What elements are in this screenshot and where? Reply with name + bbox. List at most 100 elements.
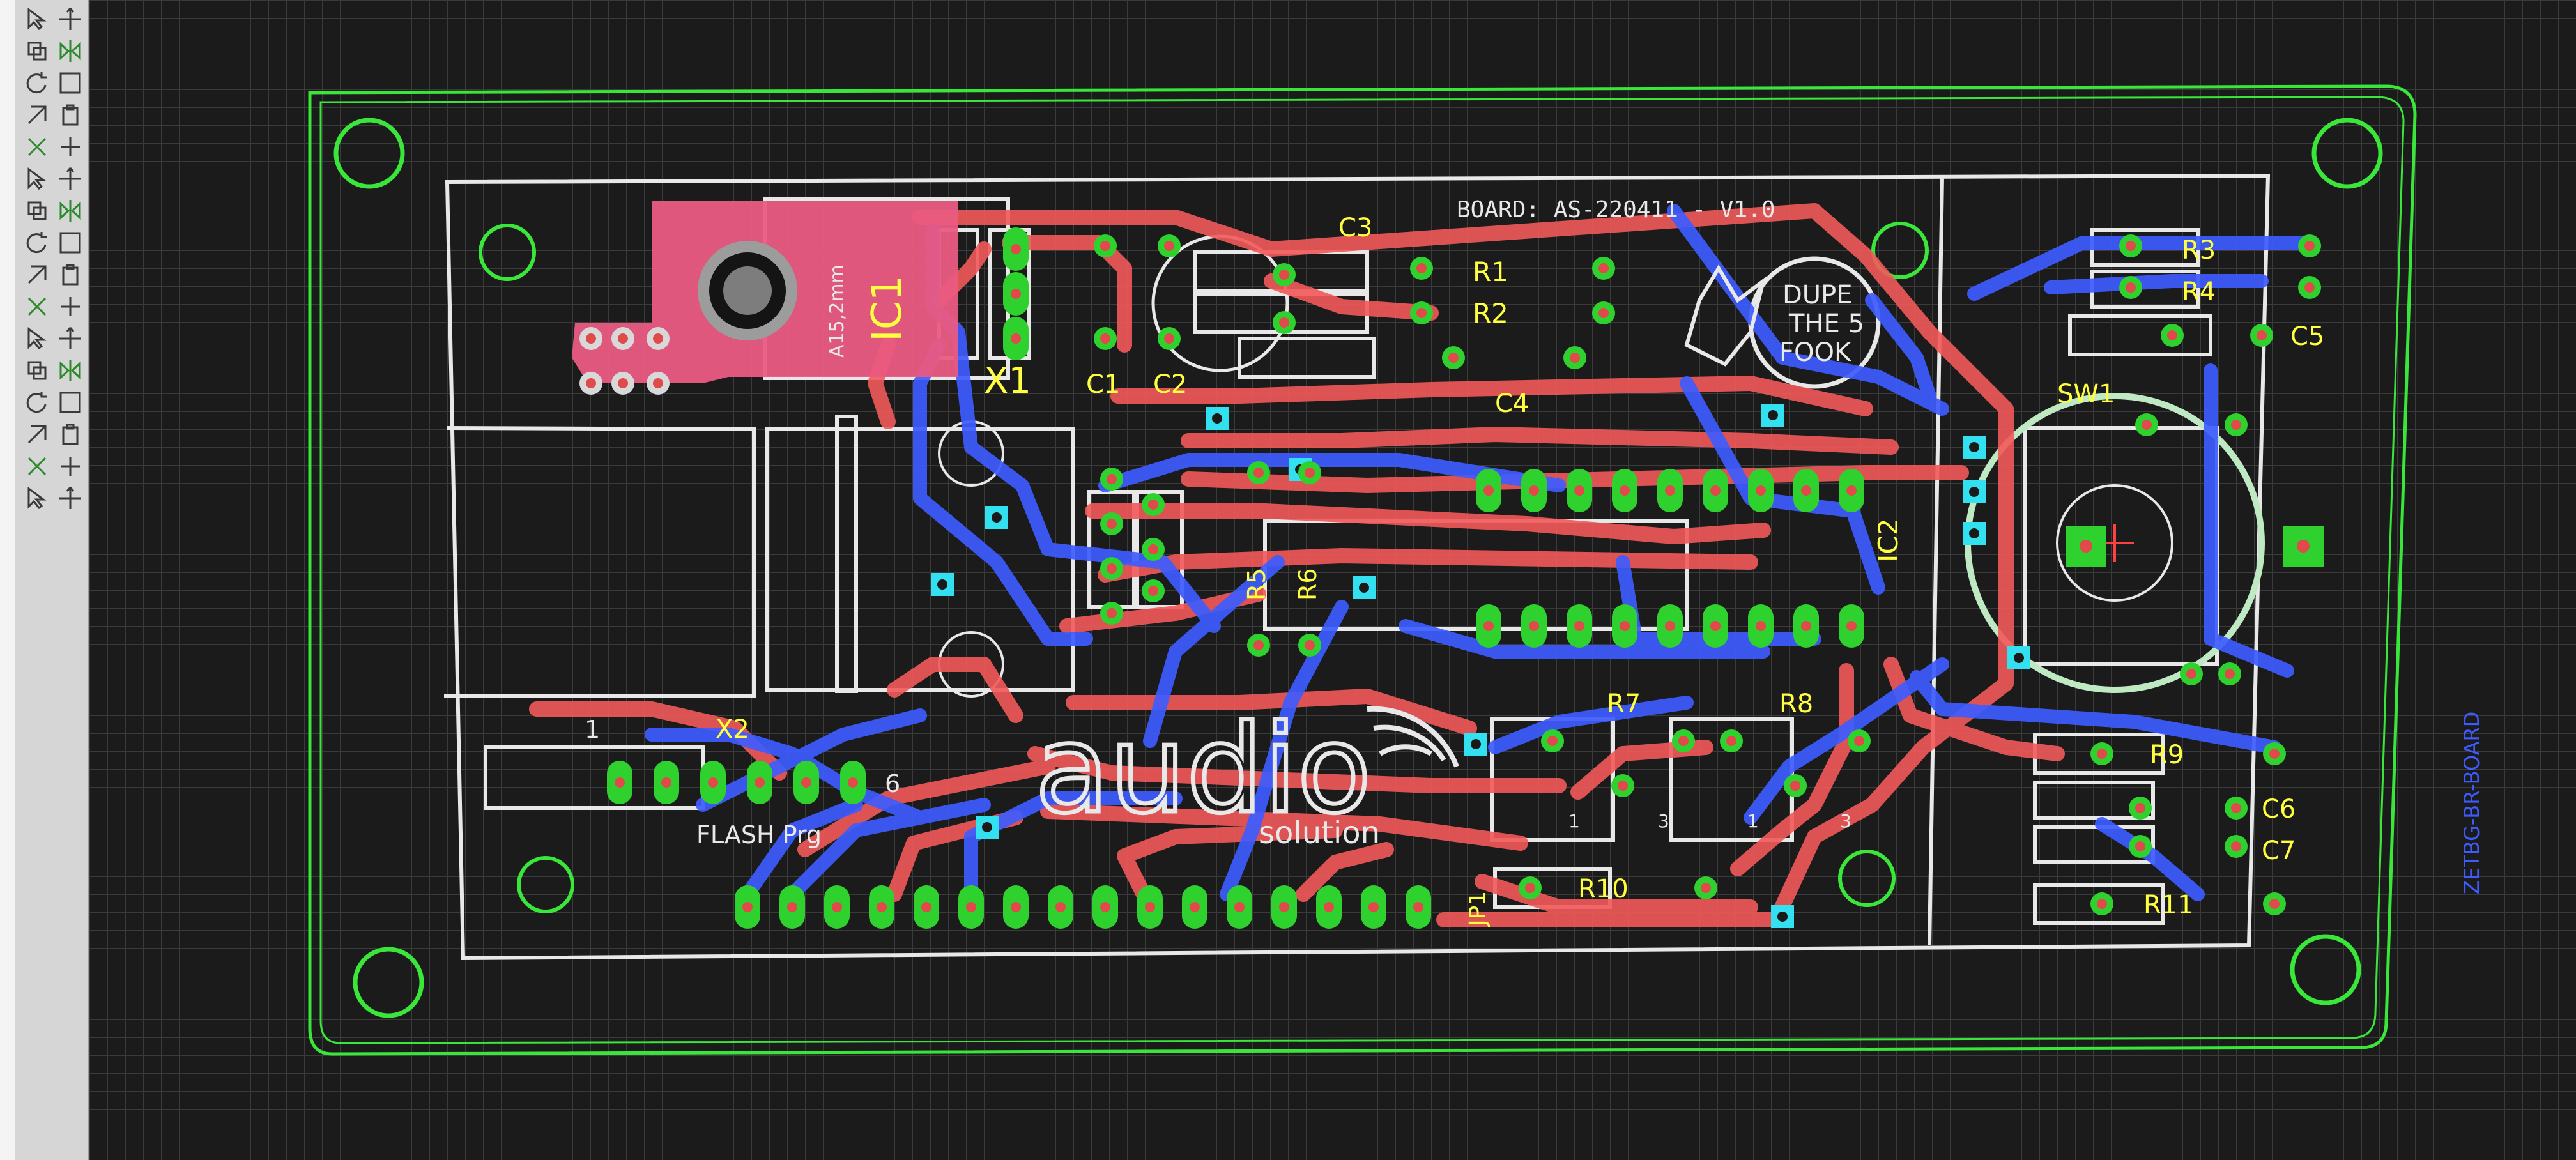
component-pad-17-drill — [2167, 330, 2177, 340]
mirror-icon[interactable] — [55, 36, 84, 65]
label-r8: R8 — [1779, 689, 1813, 719]
sound-waves-icon — [1367, 706, 1459, 768]
move-icon[interactable] — [55, 4, 84, 33]
split-icon[interactable] — [22, 195, 51, 225]
ic2-pad-bottom-1-drill — [1483, 621, 1494, 631]
jp1-pad-1-drill — [742, 902, 753, 912]
change-icon[interactable] — [22, 100, 51, 129]
ic2-pad-top-4-drill — [1620, 485, 1630, 496]
component-pad-25-drill — [1148, 586, 1158, 596]
via-9-drill — [982, 822, 992, 832]
label-jp1: JP1 — [1465, 891, 1491, 927]
label-r10: R10 — [1578, 874, 1629, 904]
rotate-icon[interactable] — [22, 68, 51, 97]
ic1-pad-1-drill — [618, 333, 628, 344]
x2-pin6-label: 6 — [885, 770, 900, 798]
jp1-pad-13-drill — [1279, 902, 1289, 912]
via-8-drill — [1471, 739, 1481, 749]
component-pad-19-drill — [1107, 474, 1117, 484]
label-c3: C3 — [1338, 213, 1372, 243]
grid — [89, 0, 2576, 1160]
board-drawing[interactable]: BOARD: AS-220411 - V1.0 A15,2mm ZETBG-BR… — [89, 0, 2576, 1160]
via-7-drill — [1969, 528, 1979, 538]
label-x2: X2 — [716, 715, 749, 744]
rect-icon[interactable] — [55, 323, 84, 353]
ic2-pad-bottom-7-drill — [1756, 621, 1766, 631]
jp1-pad-15-drill — [1368, 902, 1379, 912]
component-pad-33-drill — [2231, 803, 2241, 813]
label-r4: R4 — [2182, 277, 2216, 307]
ic1-pad-4-drill — [653, 378, 663, 388]
label-r2: R2 — [1473, 298, 1508, 329]
via-3-drill — [992, 512, 1002, 523]
ic2-pad-top-9-drill — [1846, 485, 1857, 496]
component-pad-7-drill — [1416, 263, 1427, 273]
ic2-pad-bottom-5-drill — [1665, 621, 1675, 631]
via-icon[interactable] — [55, 355, 84, 385]
badge-line-1: DUPE — [1782, 280, 1852, 310]
delete-icon[interactable] — [22, 132, 51, 161]
name-icon[interactable] — [22, 164, 51, 193]
label-r3: R3 — [2182, 236, 2216, 265]
group-icon[interactable] — [55, 68, 84, 97]
component-pad-28-drill — [1305, 468, 1315, 478]
paste-icon[interactable] — [55, 100, 84, 129]
label-r7: R7 — [1607, 689, 1641, 719]
x2-pad-3-drill — [708, 777, 718, 788]
component-pad-31-drill — [2269, 749, 2280, 759]
autoroute-icon[interactable] — [55, 451, 84, 480]
logo-tagline: solution — [1259, 815, 1380, 851]
component-pad-11-drill — [1448, 353, 1459, 363]
component-pad-4-drill — [1164, 333, 1174, 344]
component-pad-14-drill — [2304, 241, 2315, 251]
component-pad-9-drill — [1416, 308, 1427, 318]
select-icon[interactable] — [22, 4, 51, 33]
component-pad-8-drill — [1598, 263, 1609, 273]
ic2-pad-bottom-3-drill — [1574, 621, 1584, 631]
ic2-pad-top-7-drill — [1756, 485, 1766, 496]
text-icon[interactable] — [22, 291, 51, 321]
copy-icon[interactable] — [22, 36, 51, 65]
polygon-icon[interactable] — [22, 355, 51, 385]
component-pad-29-drill — [1305, 640, 1315, 650]
ripup-icon[interactable] — [22, 259, 51, 289]
jp1-pad-3-drill — [832, 902, 842, 912]
wire-icon[interactable] — [55, 259, 84, 289]
ratsnest-icon[interactable] — [22, 451, 51, 480]
component-pad-32-drill — [2135, 803, 2145, 813]
hole-icon[interactable] — [55, 387, 84, 416]
errors-icon[interactable] — [55, 483, 84, 512]
component-pad-37-drill — [2269, 899, 2280, 909]
component-pad-21-drill — [1107, 563, 1117, 574]
x2-pad-4-drill — [755, 777, 765, 788]
route-icon[interactable] — [55, 227, 84, 257]
component-pad-16-drill — [2304, 282, 2315, 293]
side-dimension-text: A15,2mm — [826, 264, 848, 358]
badge-line-3: FOOK — [1779, 338, 1852, 367]
arc-icon[interactable] — [22, 323, 51, 353]
value-icon[interactable] — [55, 164, 84, 193]
bottom-copper-traces — [645, 204, 2320, 901]
jp1-pad-7-drill — [1011, 902, 1021, 912]
board-canvas[interactable]: BOARD: AS-220411 - V1.0 A15,2mm ZETBG-BR… — [89, 0, 2576, 1160]
component-pad-23-drill — [1148, 500, 1158, 510]
add-icon[interactable] — [55, 132, 84, 161]
x2-pad-6-drill — [848, 777, 858, 788]
dimension-icon[interactable] — [55, 419, 84, 448]
drc-icon[interactable] — [22, 483, 51, 512]
r7-pin3-label: 3 — [1658, 811, 1669, 832]
jp1-pad-12-drill — [1234, 902, 1245, 912]
label-x1: X1 — [984, 360, 1031, 402]
signal-icon[interactable] — [22, 387, 51, 416]
ic2-pad-bottom-6-drill — [1710, 621, 1721, 631]
x1-pad-2-drill — [1011, 289, 1021, 299]
circle-icon[interactable] — [55, 291, 84, 321]
attribute-icon[interactable] — [22, 419, 51, 448]
rotated-board-text: ZETBG-BR-BOARD — [2460, 712, 2484, 894]
miter-icon[interactable] — [55, 195, 84, 225]
jp1-pad-14-drill — [1324, 902, 1334, 912]
component-pad-49-drill — [2225, 669, 2235, 679]
optimize-icon[interactable] — [22, 227, 51, 257]
component-pad-36-drill — [2097, 899, 2107, 909]
ic2-pad-top-3-drill — [1574, 485, 1584, 496]
